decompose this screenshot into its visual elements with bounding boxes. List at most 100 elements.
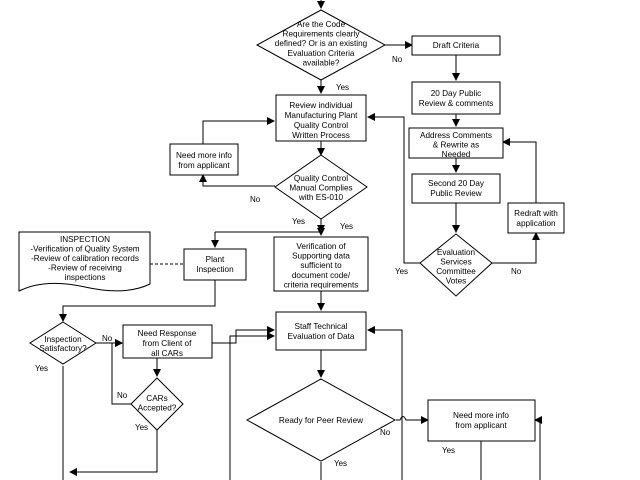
verification-text-1: Supporting data (292, 252, 350, 261)
label-info2-yes: Yes (442, 446, 455, 455)
process-need-info-applicant[interactable] (169, 143, 239, 176)
inspection-note-text-1: -Verification of Quality System (30, 245, 139, 254)
d-code-text-2: defined? Or is an existing (275, 39, 368, 48)
verification-text-2: sufficient to (300, 261, 342, 270)
public-review1-text-0: 20 Day Public (431, 89, 482, 98)
edge-redraft-to-address (502, 138, 537, 203)
inspection-note-text-4: inspections (65, 273, 106, 282)
label-code-yes: Yes (336, 83, 349, 92)
redraft-text-1: application (516, 219, 556, 228)
process-need-info-applicant-2[interactable] (427, 399, 536, 442)
d-qc-manual-text-2: with ES-010 (298, 193, 344, 202)
decision-committee-votes[interactable] (419, 233, 493, 297)
edge-labels: No Yes No Yes Yes Yes No No Yes No Yes N… (35, 55, 522, 468)
label-cars-no: No (117, 391, 128, 400)
staff-eval-text-0: Staff Technical (295, 322, 348, 331)
label-peer-yes: Yes (334, 459, 347, 468)
d-committee-text-2: Committee (436, 267, 476, 276)
label-committee-yes: Yes (395, 267, 408, 276)
connectors (59, 0, 542, 480)
label-cars-yes: Yes (135, 423, 148, 432)
process-need-response[interactable] (122, 324, 213, 359)
draft-criteria-text-0: Draft Criteria (433, 41, 480, 50)
public-review2-text-0: Second 20 Day (428, 179, 485, 188)
review-process-text-2: Quality Control (294, 121, 348, 130)
edge-left-return (229, 332, 275, 480)
d-code-text-0: Are the Code (297, 20, 346, 29)
decision-qc-manual[interactable] (274, 154, 368, 220)
process-redraft[interactable] (507, 202, 565, 234)
edge-qc-no (199, 174, 275, 187)
d-committee-text-3: Votes (446, 277, 466, 286)
edge-committee-yes (367, 113, 420, 264)
public-review1-text-1: Review & comments (419, 99, 494, 108)
review-process-text-1: Manufacturing Plant (285, 111, 359, 120)
label-code-no: No (392, 55, 403, 64)
inspection-note-text-2: -Review of calibration records (31, 254, 139, 263)
need-info-applicant2-text-1: from applicant (455, 421, 507, 430)
label-peer-no: No (380, 428, 391, 437)
process-review-quality-control[interactable] (275, 94, 367, 142)
verification-text-0: Verification of (296, 242, 346, 251)
inspection-note-text-3: -Review of receiving (48, 264, 122, 273)
decision-inspection-satisfactory[interactable] (29, 321, 97, 365)
need-response-text-2: all CARs (151, 349, 183, 358)
document-inspection-note[interactable] (18, 231, 151, 292)
review-process-text-0: Review individual (289, 101, 352, 110)
edge-info1-back (202, 117, 275, 144)
process-public-review[interactable] (411, 81, 501, 115)
edge-peer-no (396, 416, 429, 424)
process-second-public-review[interactable] (411, 173, 501, 204)
d-code-text-1: Requirements clearly (283, 30, 361, 39)
verification-text-3: document code/ (292, 271, 351, 280)
edge-plant-to-insp (59, 280, 216, 322)
review-process-text-3: Written Process (292, 131, 350, 140)
d-cars-text-0: CARs (146, 394, 167, 403)
d-qc-manual-text-0: Quality Control (294, 174, 348, 183)
need-info-applicant2-text-0: Need more info (453, 411, 509, 420)
label-qc-yes-2: Yes (340, 222, 353, 231)
plant-inspection-text-1: Inspection (196, 265, 234, 274)
staff-eval-text-1: Evaluation of Data (288, 332, 355, 341)
need-response-text-0: Need Response (138, 329, 197, 338)
process-staff-evaluation[interactable] (275, 311, 367, 351)
process-plant-inspection[interactable] (183, 248, 247, 281)
process-verification-data[interactable] (273, 236, 369, 292)
d-qc-manual-text-1: Manual Complies (289, 184, 352, 193)
d-inspection-ok-text-1: Satisfactory? (39, 344, 87, 353)
edge-right-return (367, 326, 403, 480)
decision-peer-review[interactable] (245, 378, 397, 462)
address-comments-text-1: & Rewrite as (433, 141, 479, 150)
d-committee-text-1: Services (440, 258, 471, 267)
d-peer-review-text-0: Ready for Peer Review (279, 416, 363, 425)
d-code-text-4: available? (303, 58, 340, 67)
label-qc-no: No (250, 195, 261, 204)
label-insp-yes: Yes (35, 364, 48, 373)
label-insp-no: No (102, 334, 113, 343)
address-comments-text-2: Needed (442, 150, 471, 159)
need-info-applicant1-text-0: Need more info (176, 151, 232, 160)
decision-cars-accepted[interactable] (130, 377, 184, 431)
edge-cars-no (111, 339, 131, 405)
edge-cars-yes (69, 430, 158, 476)
need-info-applicant1-text-1: from applicant (178, 161, 230, 170)
redraft-text-0: Redraft with (514, 209, 558, 218)
inspection-note-text-0: INSPECTION (60, 235, 110, 244)
verification-text-4: criteria requirements (284, 280, 359, 289)
label-committee-no: No (511, 267, 522, 276)
d-code-text-3: Evaluation Criteria (288, 49, 355, 58)
need-response-text-1: from Client of (143, 339, 192, 348)
edge-far-right-return (534, 416, 542, 480)
edge-committee-no (492, 232, 540, 264)
decision-code-requirements[interactable] (255, 9, 387, 81)
d-cars-text-1: Accepted? (138, 404, 177, 413)
d-committee-text-0: Evaluation (437, 248, 476, 257)
d-inspection-ok-text-0: Inspection (44, 335, 82, 344)
process-draft-criteria[interactable] (411, 35, 501, 56)
process-address-comments[interactable] (408, 127, 504, 159)
label-qc-yes: Yes (292, 217, 305, 226)
address-comments-text-0: Address Comments (420, 131, 492, 140)
public-review2-text-1: Public Review (430, 189, 482, 198)
